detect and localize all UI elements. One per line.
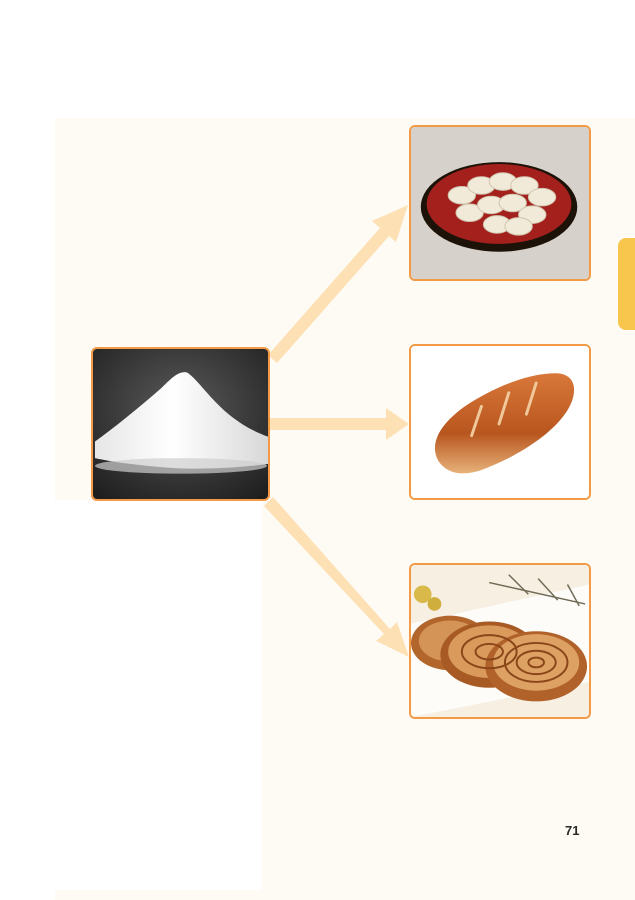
chapter-side-tab xyxy=(618,238,635,330)
layered-flatbread-image xyxy=(411,565,589,717)
flour-photo xyxy=(91,347,270,501)
dumplings-photo xyxy=(409,125,591,281)
arrow-to-pancake xyxy=(264,497,409,657)
arrow-to-bread xyxy=(268,408,409,440)
flour-pile-image xyxy=(93,349,268,499)
bread-photo xyxy=(409,344,591,500)
dumplings-plate-image xyxy=(411,127,589,279)
bread-loaf-image xyxy=(411,346,589,498)
arrow-to-dumplings xyxy=(268,205,408,363)
flatbread-photo xyxy=(409,563,591,719)
page-number: 71 xyxy=(565,823,580,838)
page-margin-strip xyxy=(0,500,262,890)
